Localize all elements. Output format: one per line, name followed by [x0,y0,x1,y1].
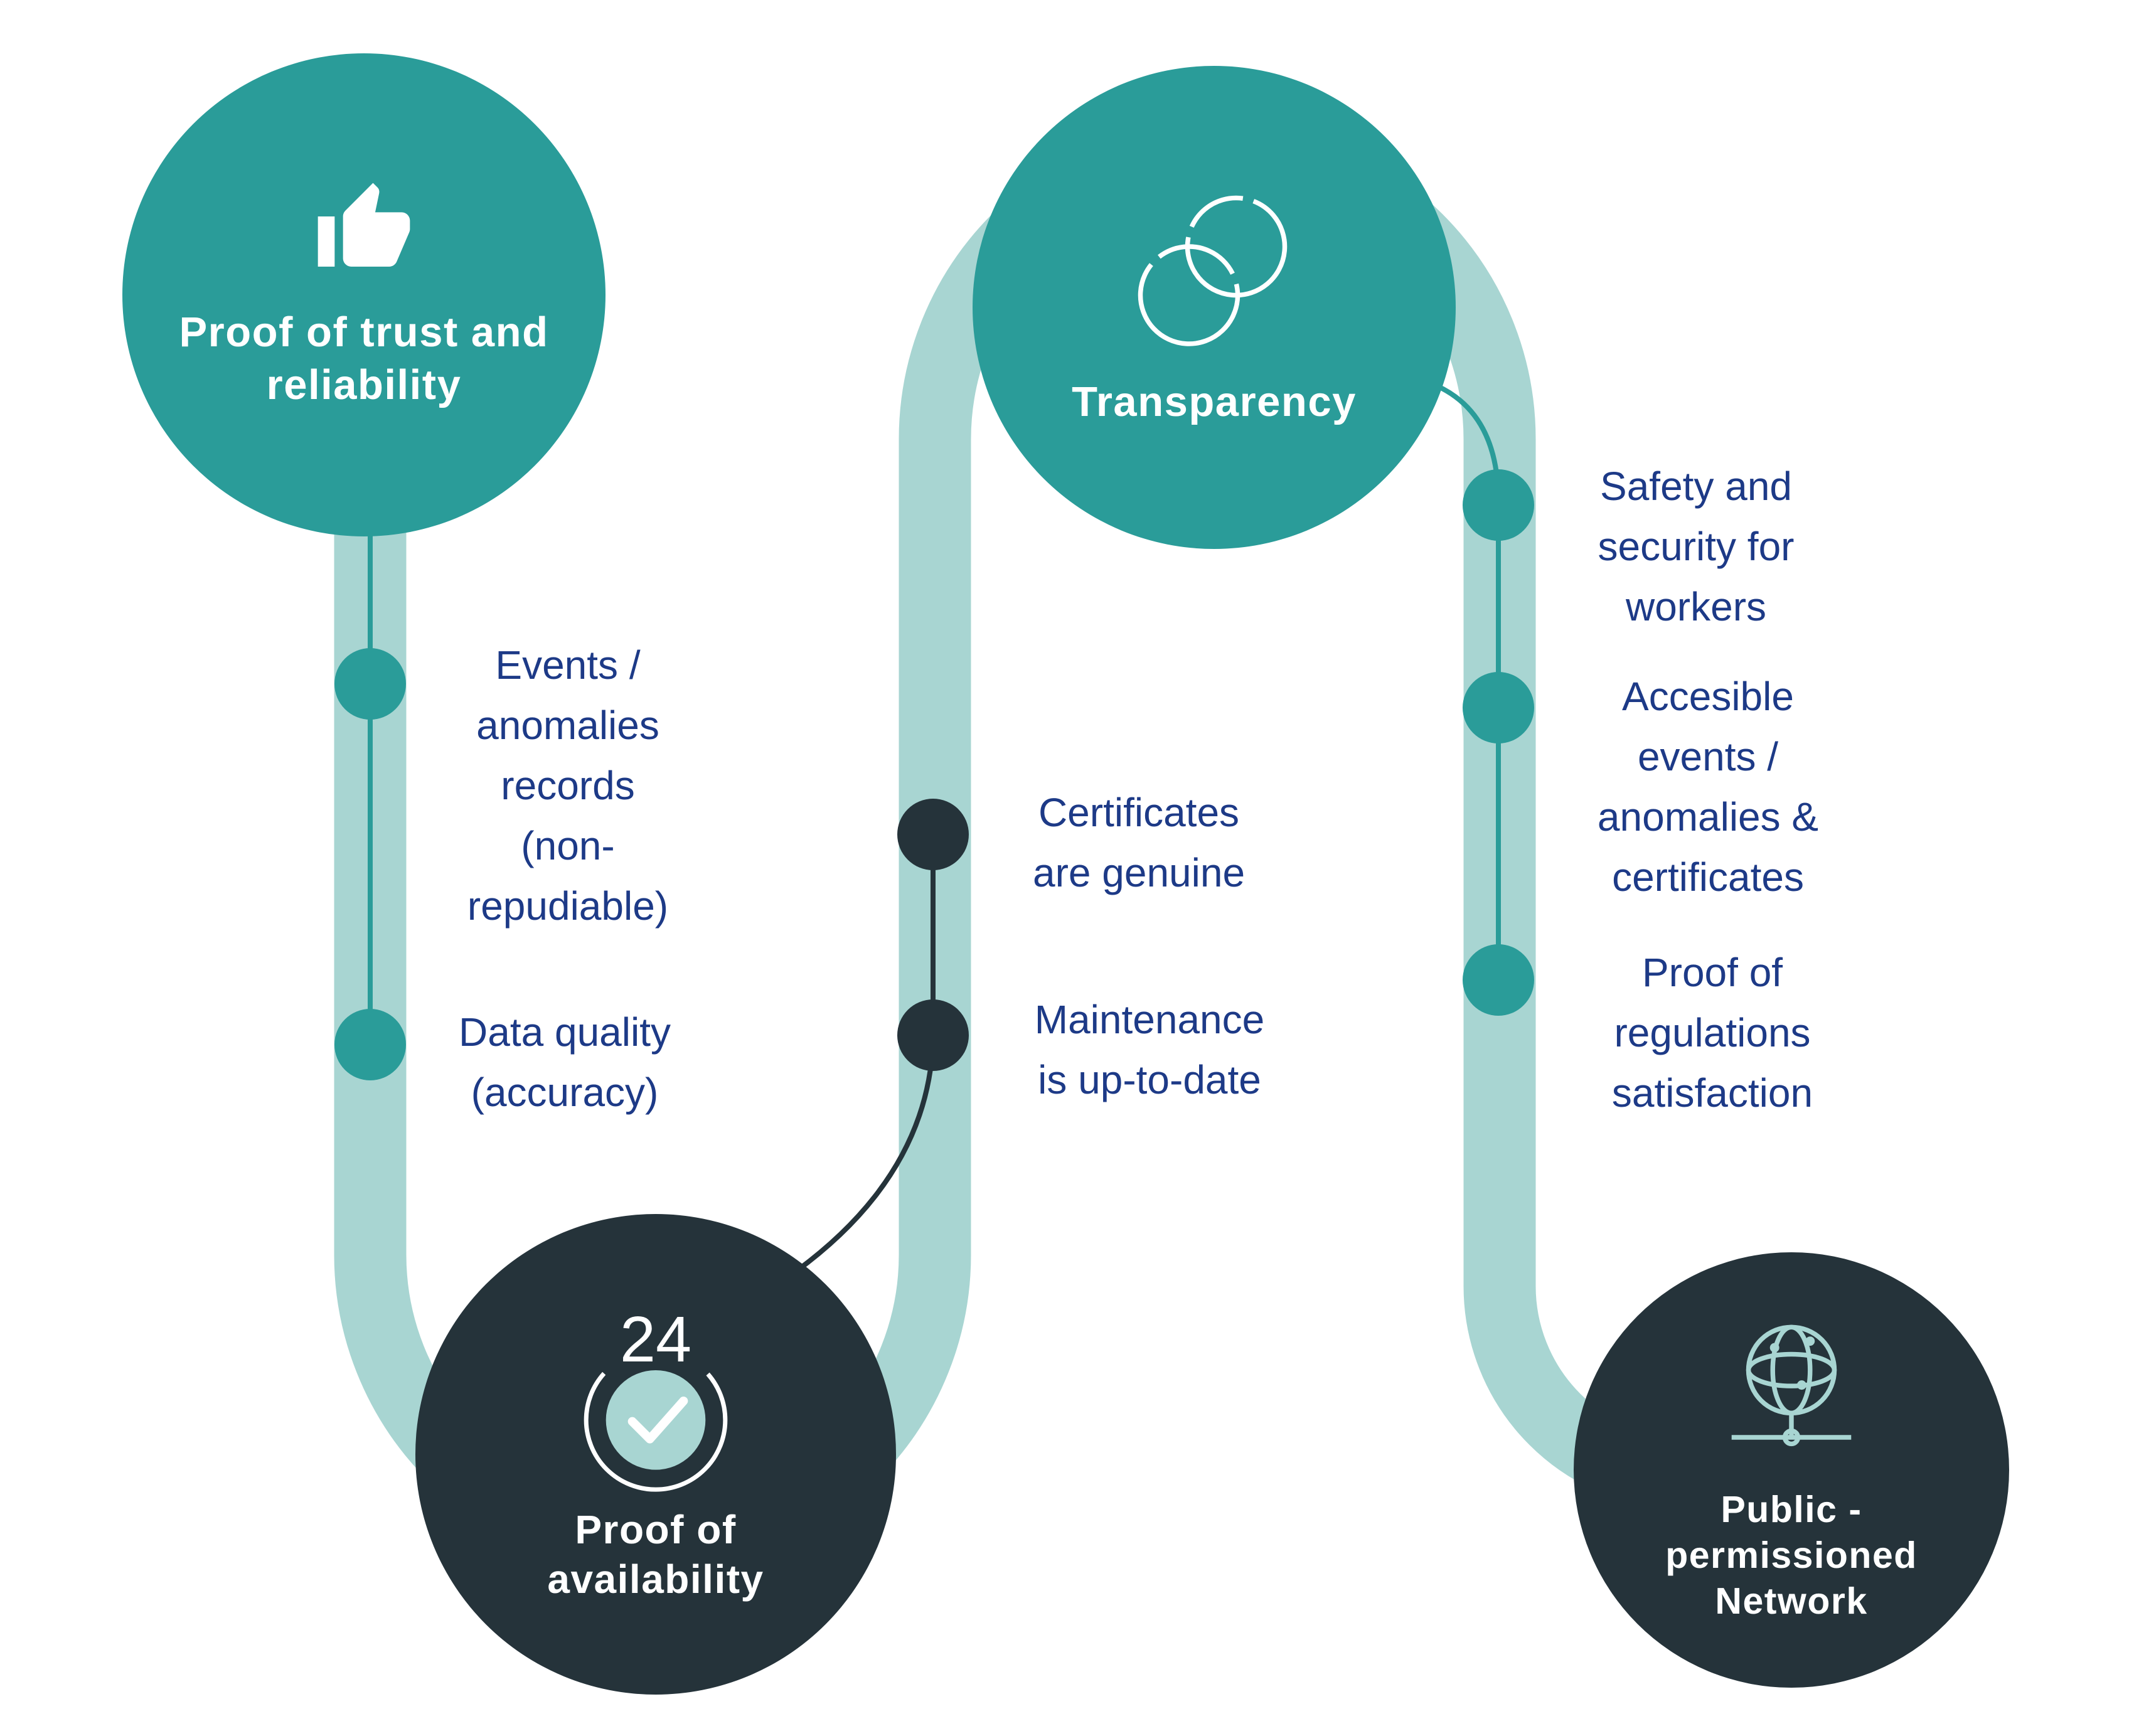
globe-network-icon [1707,1316,1875,1478]
node-label: Public - permissioned Network [1665,1488,1918,1622]
timeline-dot-right-1 [1463,469,1534,541]
node-proof-of-trust: Proof of trust and reliability [122,53,606,536]
bullet-label-safety-security: Safety and security for workers [1598,464,1795,629]
timeline-dot-right-2 [1463,672,1534,743]
node-label: Proof of trust and reliability [179,309,549,408]
check-disc [606,1370,706,1470]
timeline-dot-left-2 [334,1009,406,1080]
bullet-label-accessible-events: Accesible events / anomalies & certifica… [1597,674,1819,900]
clock-24-check-icon: 24 [568,1303,744,1505]
node-transparency: Transparency [973,66,1456,549]
bullet-label-regulations-satisfaction: Proof of regulations satisfaction [1611,950,1813,1116]
node-public-permissioned-network: Public - permissioned Network [1574,1252,2009,1688]
node-label: Transparency [1072,378,1357,425]
clock-ring [584,1348,728,1492]
availability-badge: 24 [620,1304,691,1375]
linked-rings-icon [1120,187,1308,359]
timeline-dot-middle-1 [897,799,969,870]
bullet-label-certificates-genuine: Certificates are genuine [1032,790,1246,895]
check-icon [627,1396,688,1444]
node-proof-of-availability: 24 Proof of availability [415,1214,896,1695]
timeline-dot-left-1 [334,648,406,720]
bullet-label-maintenance-up-to-date: Maintenance is up-to-date [1034,997,1265,1102]
timeline-dot-middle-2 [897,999,969,1071]
bullet-label-events-anomalies: Events / anomalies records (non- repudia… [467,642,669,929]
thumbs-up-icon [314,179,414,282]
bullet-label-data-quality: Data quality (accuracy) [459,1009,671,1115]
node-label: Proof of availability [547,1506,764,1602]
timeline-dot-right-3 [1463,944,1534,1016]
